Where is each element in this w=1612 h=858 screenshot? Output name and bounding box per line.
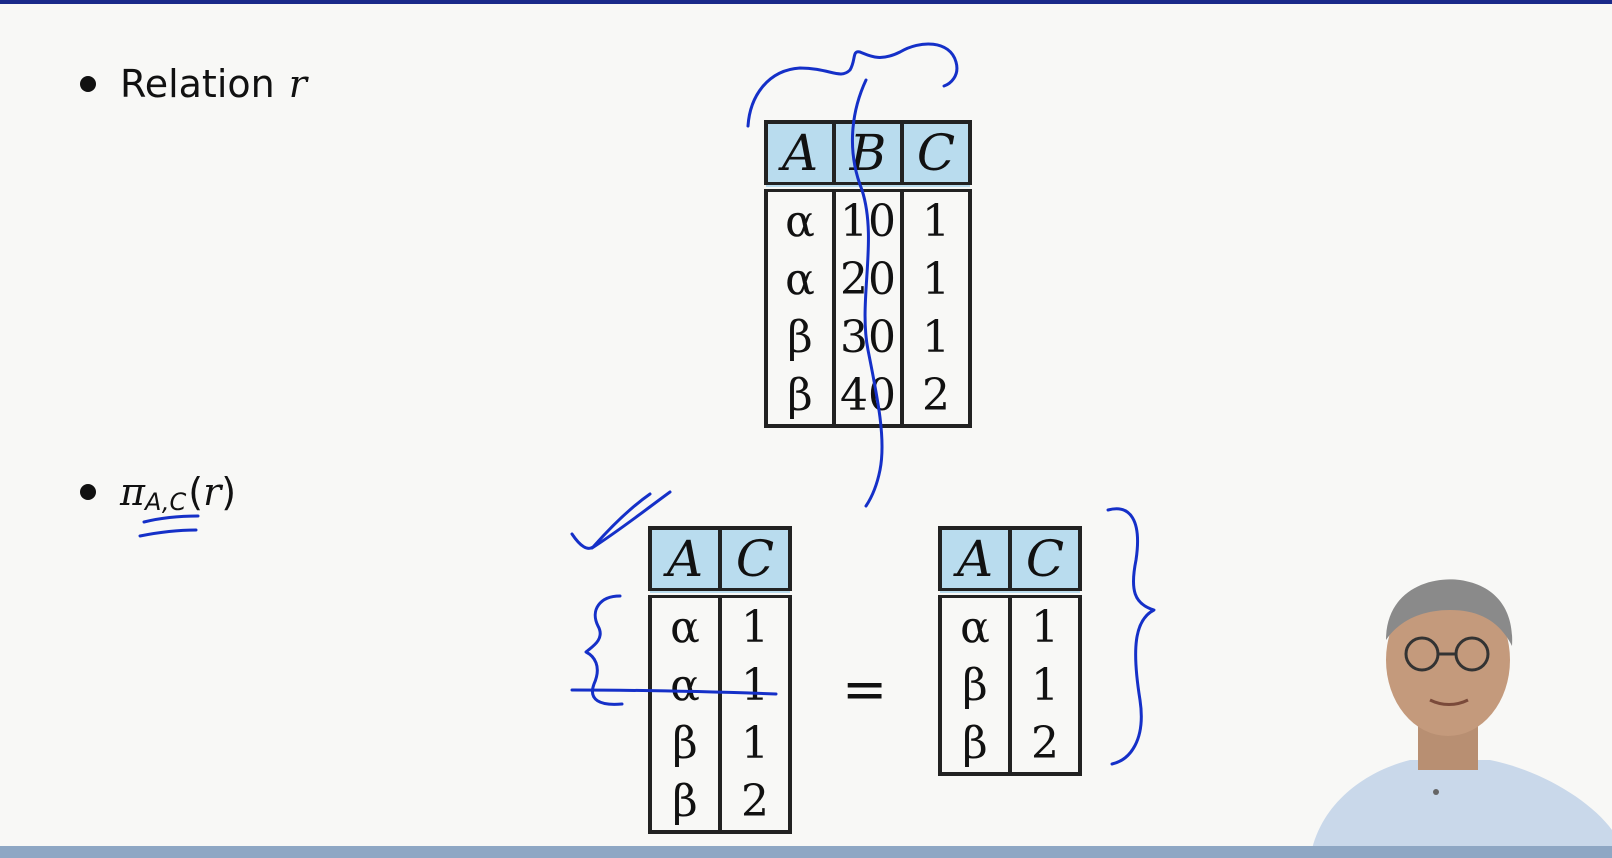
close-paren: )	[221, 470, 237, 514]
header-a: A	[648, 526, 722, 598]
cell: 1	[718, 656, 792, 714]
header-a: A	[764, 120, 836, 192]
cell: α	[648, 656, 722, 714]
bullet-projection: π A,C ( r )	[80, 470, 237, 516]
bullet-dot-icon	[80, 76, 96, 92]
relation-r-table: A B C α 10 1 α 20 1 β 30 1 β 40 2	[764, 120, 972, 428]
cell: α	[764, 187, 836, 250]
cell: β	[648, 772, 722, 834]
ink-brace-duplicates	[584, 594, 624, 706]
cell: β	[938, 656, 1012, 714]
projection-subscript: A,C	[144, 488, 187, 516]
table-row: β 2	[648, 772, 792, 834]
ink-brace-over-columns	[746, 42, 959, 128]
cell: α	[648, 593, 722, 656]
cell: 1	[1008, 656, 1082, 714]
table-row: α 1	[648, 593, 792, 656]
relation-variable: r	[288, 62, 307, 106]
cell: 30	[832, 308, 904, 366]
cell: 1	[900, 308, 972, 366]
ink-underline-2	[138, 528, 198, 538]
cell: 2	[900, 366, 972, 428]
table-row: β 1	[938, 656, 1082, 714]
cell: α	[938, 593, 1012, 656]
open-paren: (	[188, 470, 204, 514]
ink-tick-1	[570, 492, 652, 550]
header-a: A	[938, 526, 1012, 598]
header-b: B	[832, 120, 904, 192]
cell: 1	[1008, 593, 1082, 656]
table-row: β 2	[938, 714, 1082, 776]
slide-top-bar	[0, 0, 1612, 4]
cell: 1	[718, 593, 792, 656]
header-c: C	[1008, 526, 1082, 598]
cell: 2	[1008, 714, 1082, 776]
cell: 10	[832, 187, 904, 250]
projection-result-table: A C α 1 β 1 β 2	[938, 526, 1082, 776]
cell: 40	[832, 366, 904, 428]
taskbar-strip	[0, 846, 1612, 858]
cell: 2	[718, 772, 792, 834]
table-row: α 1	[938, 593, 1082, 656]
bullet-relation-r: Relation r	[80, 62, 307, 106]
table-header-row: A C	[648, 526, 792, 598]
table-header-row: A C	[938, 526, 1082, 598]
bullet-dot-icon	[80, 484, 96, 500]
projection-variable: r	[203, 470, 222, 514]
cell: 1	[718, 714, 792, 772]
table-row: β 1	[648, 714, 792, 772]
cell: 1	[900, 187, 972, 250]
cell: 20	[832, 250, 904, 308]
cell: β	[938, 714, 1012, 776]
cell: α	[764, 250, 836, 308]
ink-brace-result	[1106, 507, 1156, 766]
table-row: α 10 1	[764, 187, 972, 250]
table-row: β 40 2	[764, 366, 972, 428]
header-c: C	[900, 120, 972, 192]
header-c: C	[718, 526, 792, 598]
cell: β	[648, 714, 722, 772]
cell: β	[764, 308, 836, 366]
table-row: α 1	[648, 656, 792, 714]
presenter-video-overlay	[1310, 579, 1612, 858]
projection-raw-table: A C α 1 α 1 β 1 β 2	[648, 526, 792, 834]
cell: 1	[900, 250, 972, 308]
equals-sign: =	[842, 658, 888, 721]
table-row: β 30 1	[764, 308, 972, 366]
ink-underline-1	[142, 514, 200, 524]
table-header-row: A B C	[764, 120, 972, 192]
projection-symbol: π	[120, 470, 145, 514]
bullet-relation-label: Relation	[120, 62, 275, 106]
table-row: α 20 1	[764, 250, 972, 308]
cell: β	[764, 366, 836, 428]
